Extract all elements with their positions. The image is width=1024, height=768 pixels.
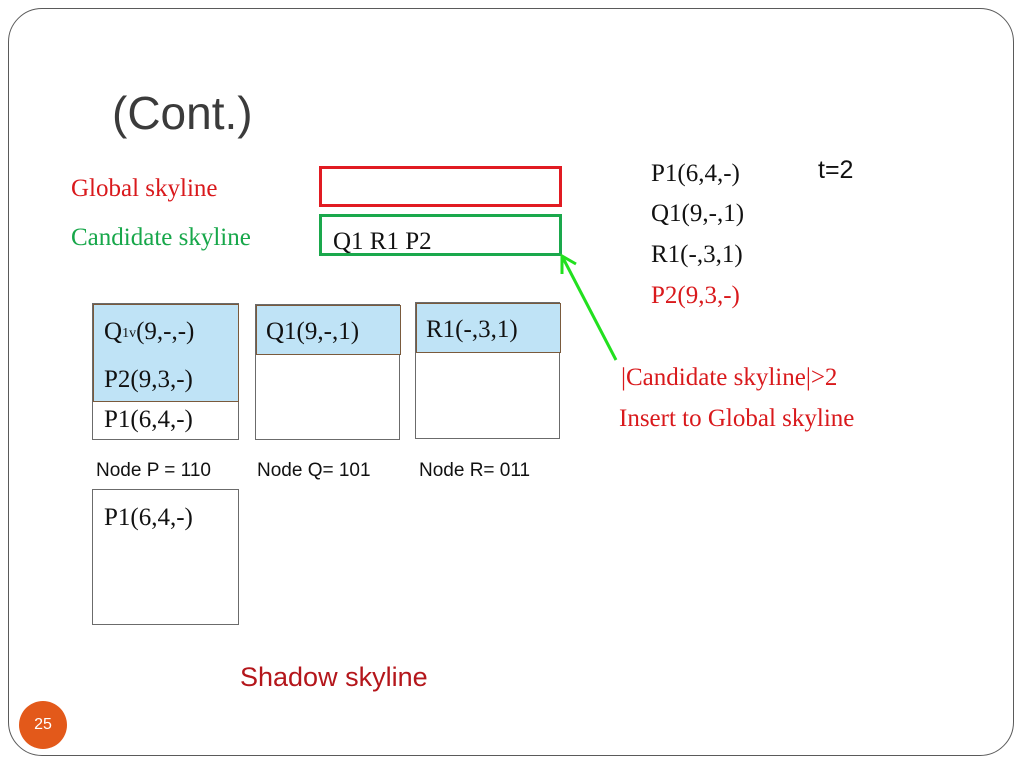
node-r-row-1: R1(-,3,1) [426, 316, 518, 343]
node-p-row-2: P2(9,3,-) [104, 366, 193, 393]
shadow-skyline-label: Shadow skyline [240, 662, 428, 692]
candidate-skyline-box: Q1 R1 P2 [319, 214, 562, 256]
global-skyline-label: Global skyline [71, 175, 218, 202]
shadow-node-row-1: P1(6,4,-) [104, 504, 193, 531]
point-4: P2(9,3,-) [651, 282, 740, 309]
node-p-row-1-prefix: Q [104, 318, 123, 345]
node-p-row-1-sub: 1v [122, 326, 137, 341]
node-q-box: Q1(9,-,1) [255, 304, 401, 440]
point-1: P1(6,4,-) [651, 160, 740, 187]
node-p-label: Node P = 110 [96, 460, 211, 481]
insert-arrow [560, 253, 618, 361]
candidate-skyline-label: Candidate skyline [71, 224, 251, 251]
shadow-node-box: P1(6,4,-) [92, 489, 239, 625]
time-label: t=2 [818, 156, 854, 184]
page-number: 25 [34, 716, 52, 733]
point-2: Q1(9,-,1) [651, 200, 745, 227]
note-line-1: |Candidate skyline|>2 [621, 364, 838, 391]
note-line-2: Insert to Global skyline [619, 405, 855, 432]
node-q-row-1: Q1(9,-,1) [266, 318, 360, 345]
global-skyline-box [319, 166, 562, 207]
node-r-label: Node R= 011 [419, 460, 531, 481]
arrow-shaft [561, 257, 618, 361]
node-p-box: Q1v(9,-,-) P2(9,3,-) P1(6,4,-) [92, 303, 239, 440]
slide-title: (Cont.) [112, 87, 253, 139]
node-r-box: R1(-,3,1) [415, 302, 561, 439]
node-p-highlight [93, 304, 239, 402]
node-p-row-1-text: (9,-,-) [136, 318, 195, 345]
node-q-label: Node Q= 101 [257, 460, 371, 481]
arrow-head [560, 253, 577, 274]
candidate-skyline-content: Q1 R1 P2 [333, 228, 432, 255]
page-number-badge: 25 [19, 701, 67, 749]
slide-frame [8, 8, 1014, 756]
node-p-row-3: P1(6,4,-) [104, 406, 193, 433]
node-q-highlight [256, 305, 401, 355]
node-r-highlight [416, 303, 561, 353]
node-p-row-1: Q1v(9,-,-) [104, 319, 194, 344]
point-3: R1(-,3,1) [651, 241, 743, 268]
